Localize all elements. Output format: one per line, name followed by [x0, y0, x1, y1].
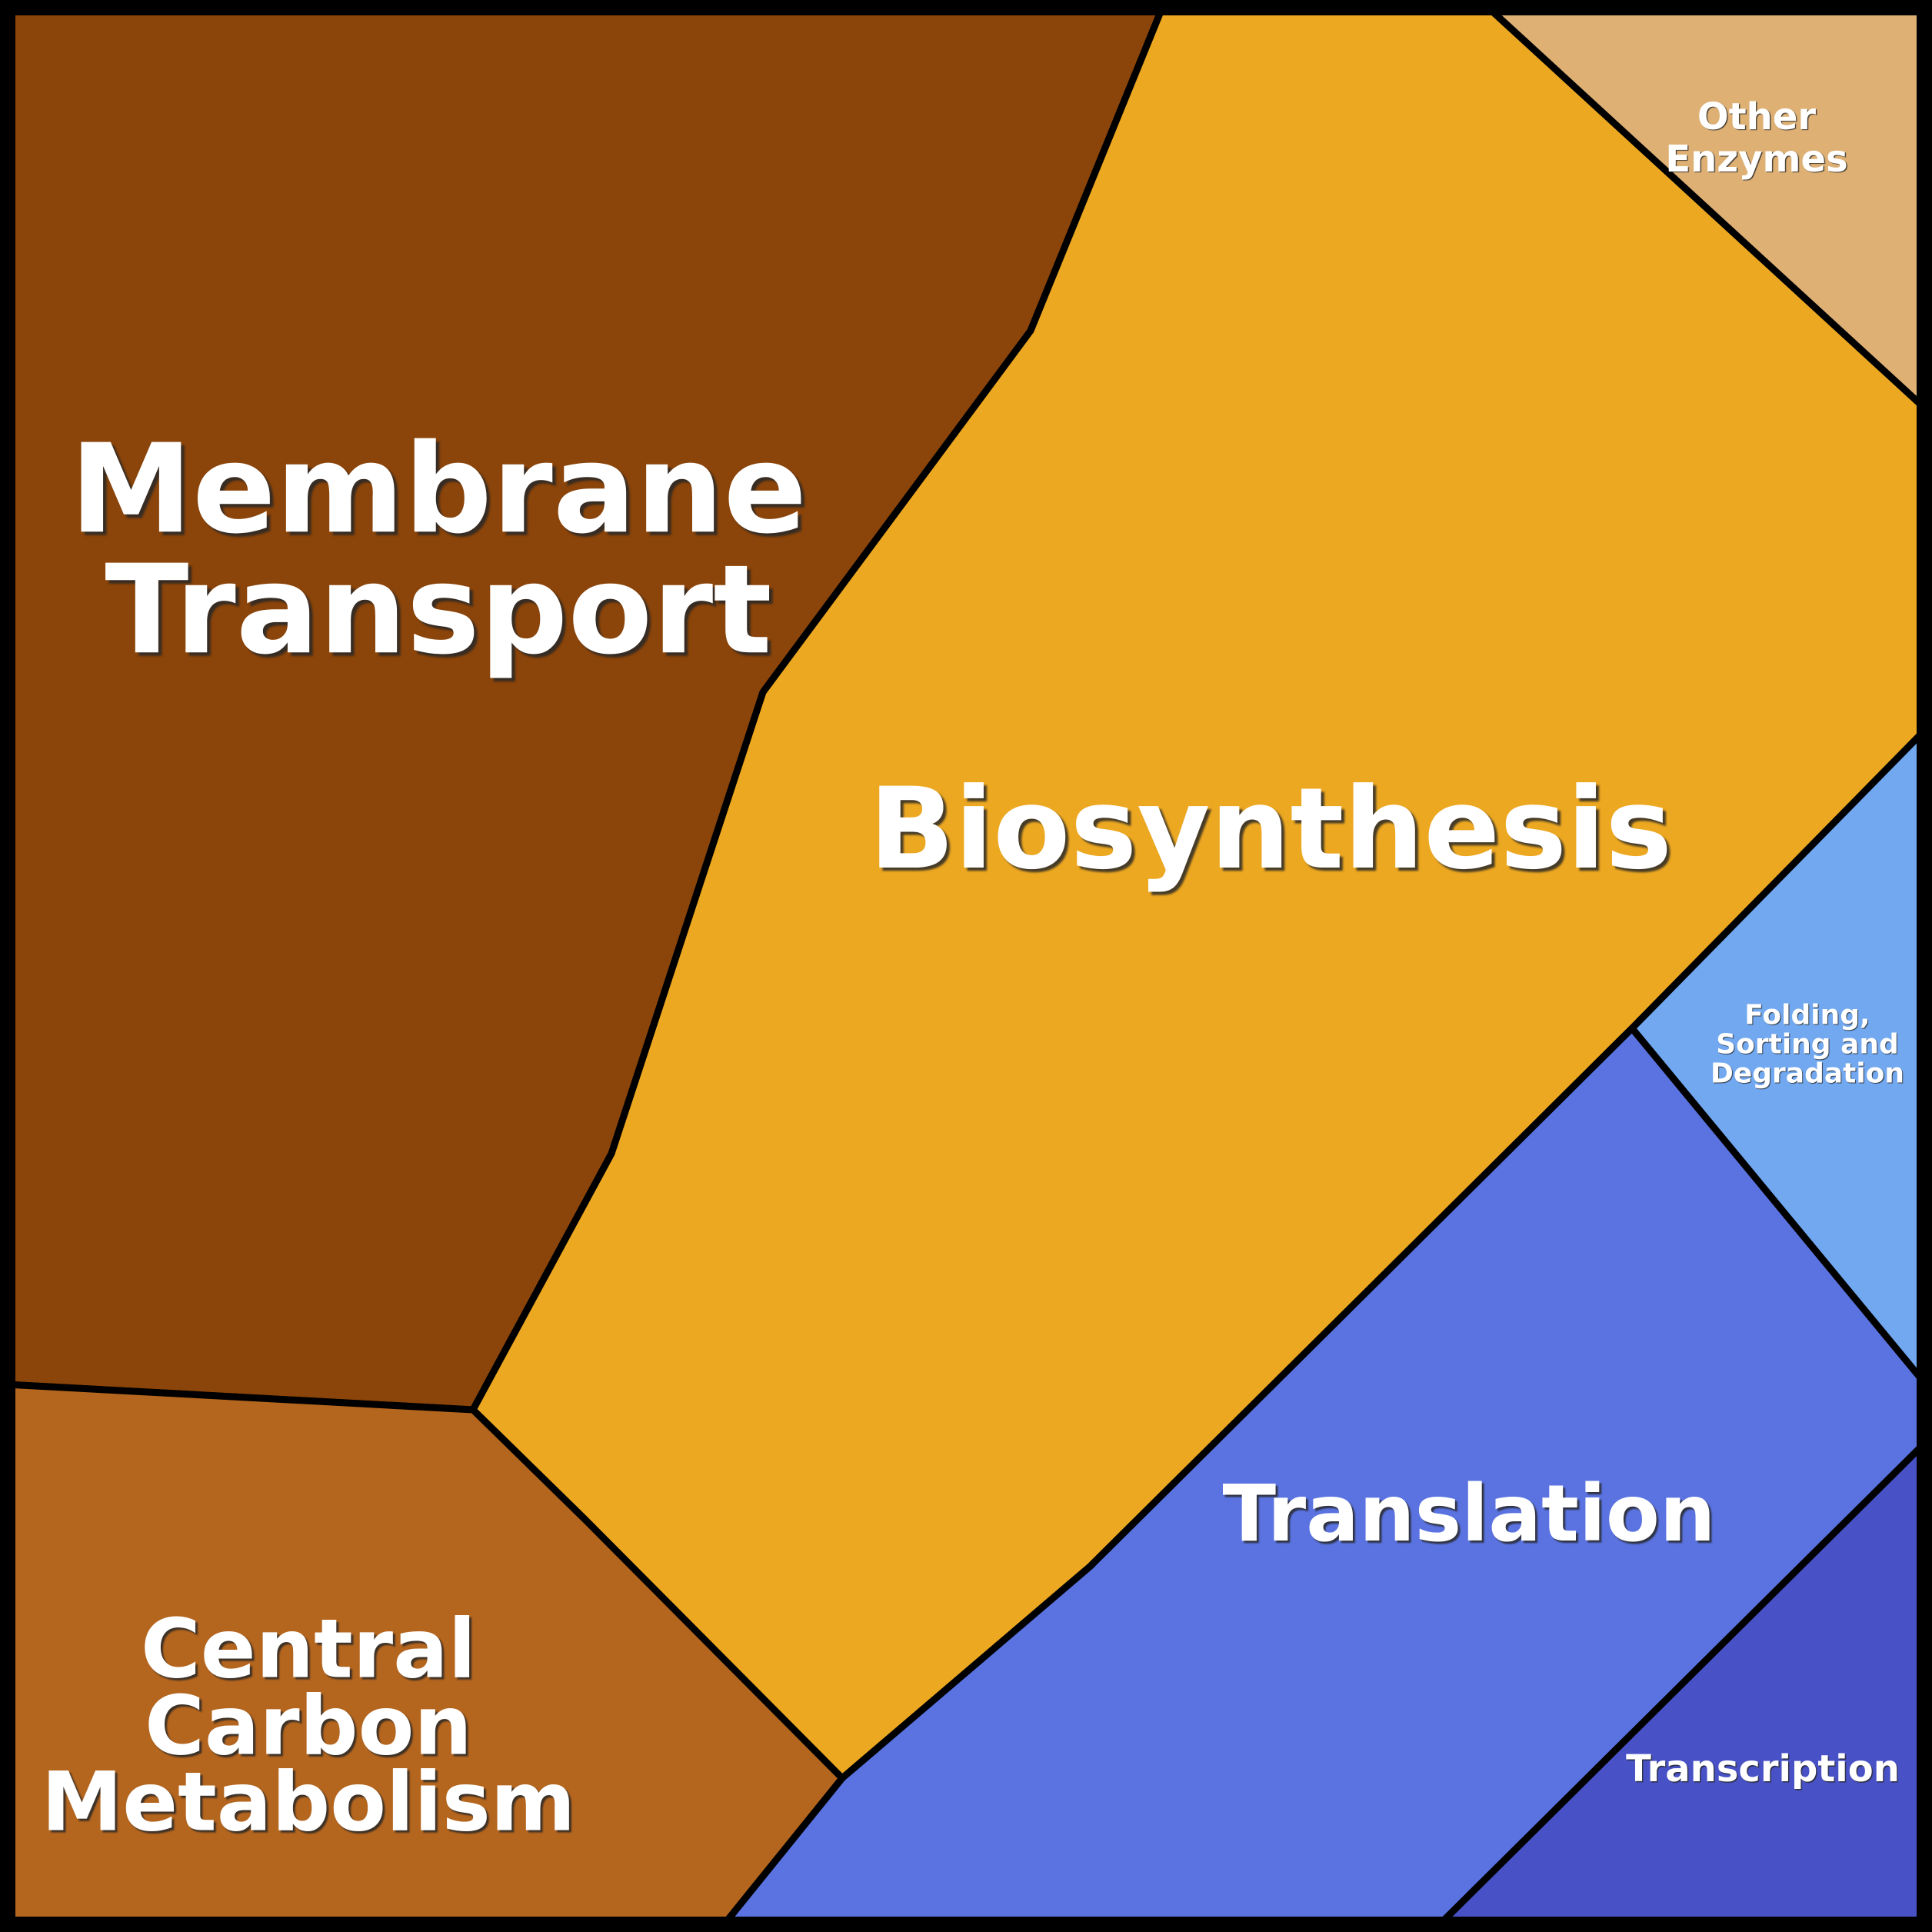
label-line: Central: [141, 1601, 476, 1697]
label-other-enzymes: Other Enzymes: [1665, 95, 1848, 181]
label-line: Translation: [1222, 1468, 1716, 1560]
label-membrane-transport: Membrane Transport: [69, 417, 808, 681]
label-line: Metabolism: [41, 1754, 576, 1850]
label-line: Enzymes: [1665, 138, 1848, 181]
label-folding-sorting-degradation: Folding, Sorting and Degradation: [1710, 1001, 1904, 1088]
label-transcription: Transcription: [1626, 1750, 1900, 1787]
label-central-carbon-metabolism: Central Carbon Metabolism: [41, 1601, 576, 1850]
label-line: Sorting and: [1716, 1028, 1899, 1061]
label-line: Biosynthesis: [868, 764, 1673, 894]
label-line: Degradation: [1710, 1057, 1905, 1089]
label-translation: Translation: [1222, 1475, 1715, 1554]
label-biosynthesis: Biosynthesis: [869, 773, 1672, 885]
label-line: Folding,: [1744, 999, 1870, 1031]
label-line: Membrane: [69, 417, 808, 561]
label-line: Transcription: [1626, 1747, 1900, 1790]
label-line: Carbon: [145, 1678, 472, 1774]
label-line: Transport: [105, 538, 772, 681]
label-line: Other: [1697, 95, 1817, 138]
